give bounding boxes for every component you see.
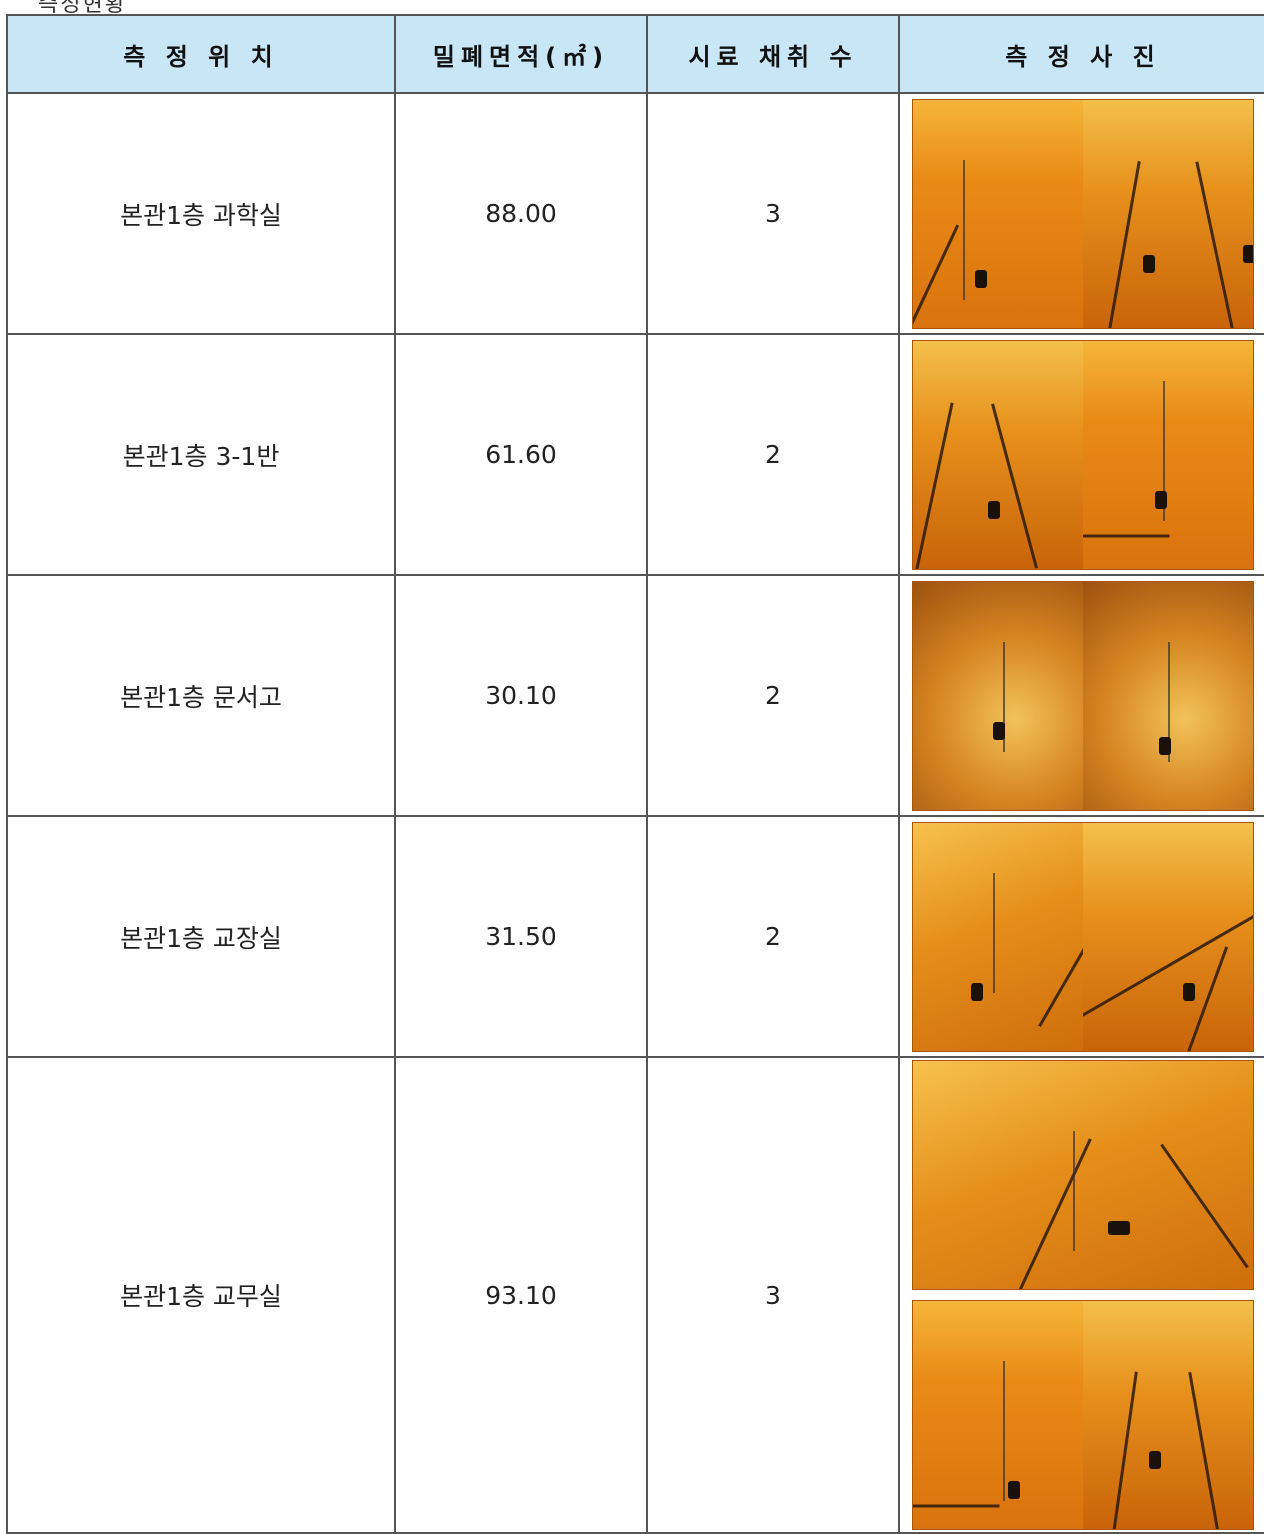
photo-cell: [898, 1056, 1264, 1534]
photo-cell: [898, 333, 1264, 576]
samples-cell: 2: [646, 815, 900, 1058]
location-cell: 본관1층 교장실: [6, 815, 396, 1058]
area-cell: 30.10: [394, 574, 648, 817]
area-cell: 88.00: [394, 92, 648, 335]
table-row: 본관1층 교무실 93.10 3: [6, 1056, 1264, 1534]
location-cell: 본관1층 과학실: [6, 92, 396, 335]
photo-cell: [898, 92, 1264, 335]
samples-cell: 3: [646, 92, 900, 335]
measurement-table: 측 정 위 치 밀폐면적(㎡) 시료 채취 수 측 정 사 진 본관1층 과학실…: [6, 14, 1264, 1534]
header-samples: 시료 채취 수: [646, 14, 900, 94]
table-caption: 측정현황: [38, 0, 127, 17]
location-cell: 본관1층 교무실: [6, 1056, 396, 1534]
measurement-photo: [912, 1300, 1254, 1530]
location-cell: 본관1층 3-1반: [6, 333, 396, 576]
table-row: 본관1층 교장실 31.50 2: [6, 815, 1264, 1058]
table-row: 본관1층 3-1반 61.60 2: [6, 333, 1264, 576]
samples-cell: 2: [646, 333, 900, 576]
measurement-photo: [912, 339, 1254, 570]
photo-cell: [898, 815, 1264, 1058]
table-row: 본관1층 문서고 30.10 2: [6, 574, 1264, 817]
header-area: 밀폐면적(㎡): [394, 14, 648, 94]
measurement-photo: [912, 580, 1254, 811]
area-cell: 93.10: [394, 1056, 648, 1534]
area-cell: 31.50: [394, 815, 648, 1058]
samples-cell: 2: [646, 574, 900, 817]
location-cell: 본관1층 문서고: [6, 574, 396, 817]
table-row: 본관1층 과학실 88.00 3: [6, 92, 1264, 335]
measurement-photo: [912, 98, 1254, 329]
measurement-photo: [912, 1060, 1254, 1290]
header-photo: 측 정 사 진: [898, 14, 1264, 94]
header-row: 측 정 위 치 밀폐면적(㎡) 시료 채취 수 측 정 사 진: [6, 14, 1264, 94]
measurement-photo: [912, 821, 1254, 1052]
photo-cell: [898, 574, 1264, 817]
header-location: 측 정 위 치: [6, 14, 396, 94]
area-cell: 61.60: [394, 333, 648, 576]
samples-cell: 3: [646, 1056, 900, 1534]
